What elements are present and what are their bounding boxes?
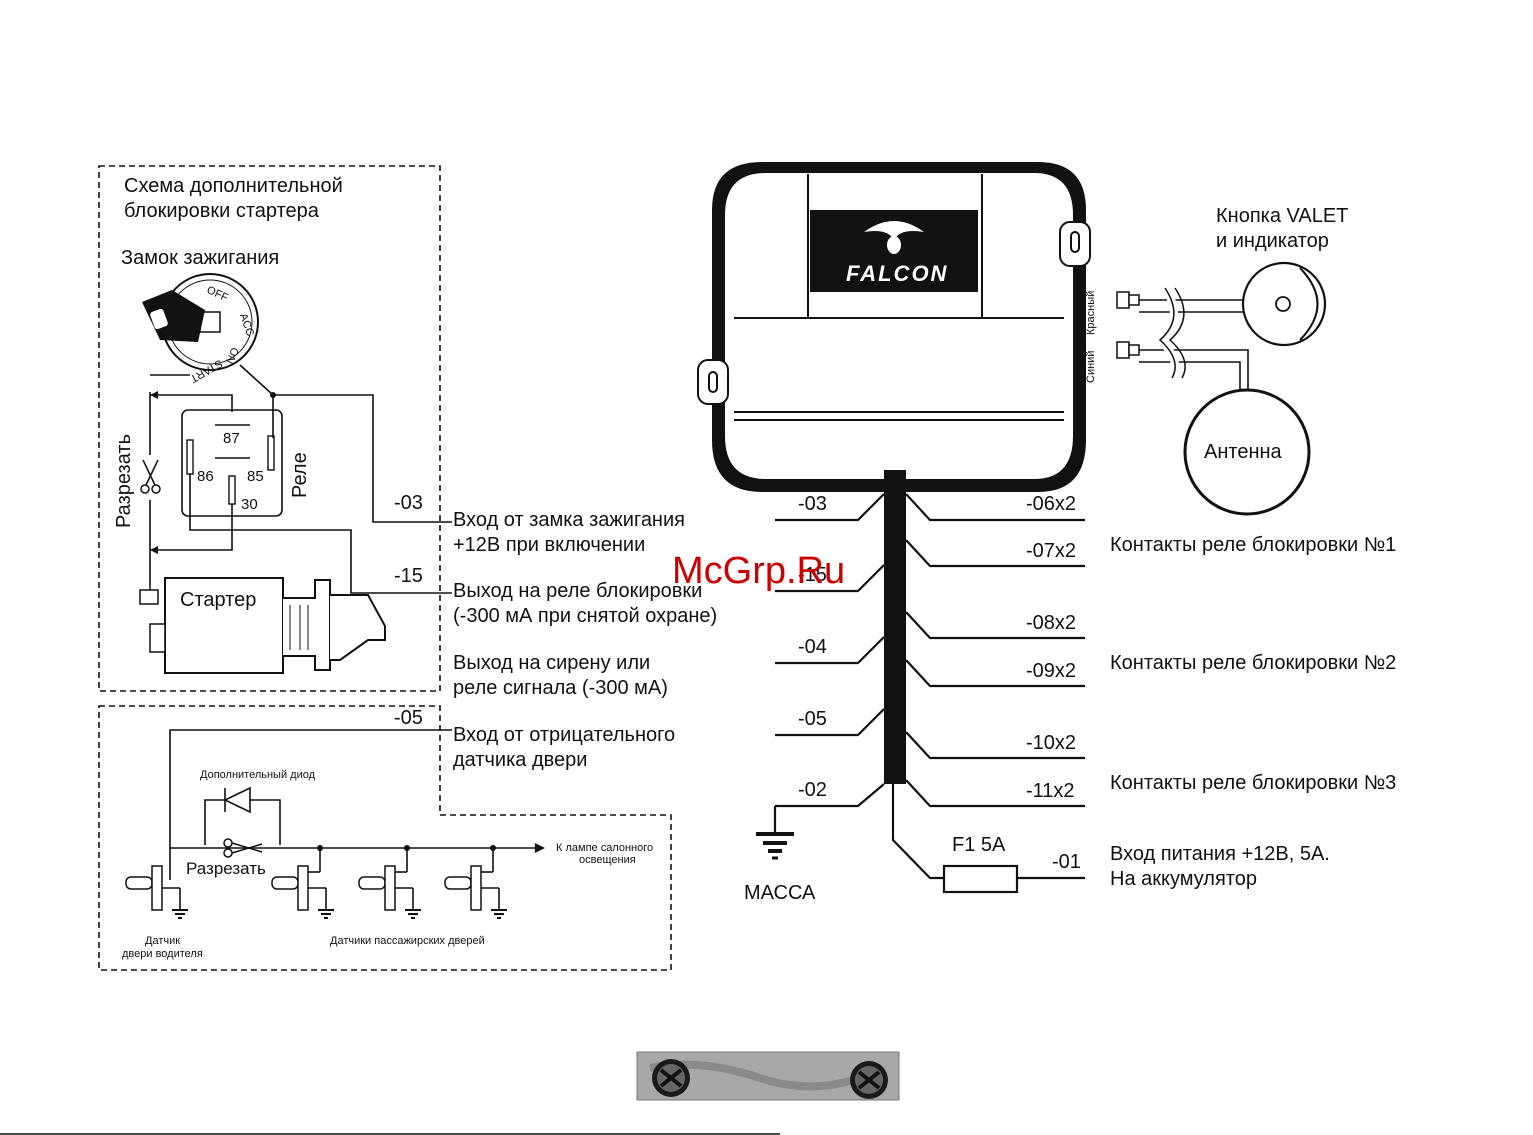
wire-06-pin: -06x2	[1026, 493, 1076, 515]
wire-10-pin: -10x2	[1026, 732, 1076, 754]
brand-logo: FALCON	[846, 261, 948, 286]
lamp-label-line2: освещения	[579, 854, 636, 866]
wire-15-desc1: Выход на реле блокировки	[453, 580, 702, 602]
ignition-lock-icon: OFF ACC ON START	[142, 273, 259, 385]
control-unit: FALCON	[697, 162, 1091, 492]
wire-05-desc1: Вход от отрицательного	[453, 724, 675, 746]
wire-05-pin-left: -05	[394, 707, 423, 729]
wire-03-desc1: Вход от замка зажигания	[453, 509, 685, 531]
wire-07-pin: -07x2	[1026, 540, 1076, 562]
driver-door-sensor-icon	[125, 848, 188, 919]
wire-15-pin-left: -15	[394, 565, 423, 587]
wire-04-pin-harness: -04	[798, 636, 827, 658]
door-block-frame	[98, 705, 672, 971]
starter-block-title-line1: Схема дополнительной	[124, 175, 343, 197]
relay-pin-86: 86	[197, 468, 214, 485]
decorative-plate	[636, 1051, 900, 1101]
relay-contacts-2: Контакты реле блокировки №2	[1110, 652, 1396, 674]
wire-02-pin-harness: -02	[798, 779, 827, 801]
starter-cut-label: Разрезать	[113, 434, 135, 528]
wire-05-desc2: датчика двери	[453, 749, 587, 771]
power-pin: -01	[1052, 851, 1081, 873]
relay-contacts-1: Контакты реле блокировки №1	[1110, 534, 1396, 556]
relay-label: Реле	[289, 452, 311, 498]
watermark: McGrp.Ru	[672, 550, 845, 592]
driver-sensor-label-line1: Датчик	[145, 935, 180, 947]
extra-diode-label: Дополнительный диод	[200, 769, 316, 781]
valet-label-line2: и индикатор	[1216, 230, 1329, 252]
wire-11-pin: -11x2	[1026, 780, 1075, 802]
passenger-door-sensor-icon-1	[271, 845, 334, 919]
lamp-label-line1: К лампе салонного	[556, 842, 653, 854]
wire-03-pin-left: -03	[394, 492, 423, 514]
wire-15-desc2: (-300 мА при снятой охране)	[453, 605, 717, 627]
starter-block-title-line2: блокировки стартера	[124, 200, 320, 222]
diode-icon	[204, 786, 281, 845]
ground-icon	[756, 832, 794, 860]
power-desc-line1: Вход питания +12В, 5А.	[1110, 843, 1330, 865]
door-cut-label: Разрезать	[186, 859, 266, 878]
passenger-door-sensor-icon-2	[358, 845, 421, 919]
wire-color-blue: Синий	[1085, 351, 1097, 383]
relay-pin-30: 30	[241, 496, 258, 513]
fuse-icon	[942, 864, 1019, 894]
driver-sensor-label-line2: двери водителя	[122, 948, 203, 960]
valet-button-icon	[1241, 261, 1327, 347]
wire-color-red: Красный	[1085, 291, 1097, 335]
power-desc-line2: На аккумулятор	[1110, 868, 1257, 890]
antenna-icon	[1183, 388, 1311, 516]
starter-block-frame	[98, 165, 441, 692]
wire-15-pin-harness: -15	[798, 564, 827, 586]
valet-connectors	[1116, 285, 1249, 392]
antenna-label: Антенна	[1204, 441, 1283, 463]
ignition-lock-label: Замок зажигания	[121, 247, 279, 269]
valet-label-line1: Кнопка VALET	[1216, 205, 1348, 227]
wire-08-pin: -08x2	[1026, 612, 1076, 634]
starter-label: Стартер	[180, 589, 256, 611]
passenger-sensors-label: Датчики пассажирских дверей	[330, 935, 485, 947]
relay-pin-85: 85	[247, 468, 264, 485]
relay-contacts-3: Контакты реле блокировки №3	[1110, 772, 1396, 794]
wire-04-desc2: реле сигнала (-300 мА)	[453, 677, 668, 699]
scissors-icon	[140, 459, 161, 494]
door-cut-scissors-icon	[223, 838, 263, 858]
wire-09-pin: -09x2	[1026, 660, 1076, 682]
wire-harness	[884, 470, 906, 784]
wire-05-pin-harness: -05	[798, 708, 827, 730]
wire-03-pin-harness: -03	[798, 493, 827, 515]
ground-label: МАССА	[744, 882, 816, 904]
wire-03-desc2: +12В при включении	[453, 534, 645, 556]
passenger-door-sensor-icon-3	[444, 845, 507, 919]
relay-pin-87: 87	[223, 430, 240, 447]
starter-motor-icon	[139, 577, 386, 674]
door-sensor-icons	[125, 845, 507, 919]
fuse-label: F1 5A	[952, 834, 1006, 856]
wire-04-desc1: Выход на сирену или	[453, 652, 650, 674]
